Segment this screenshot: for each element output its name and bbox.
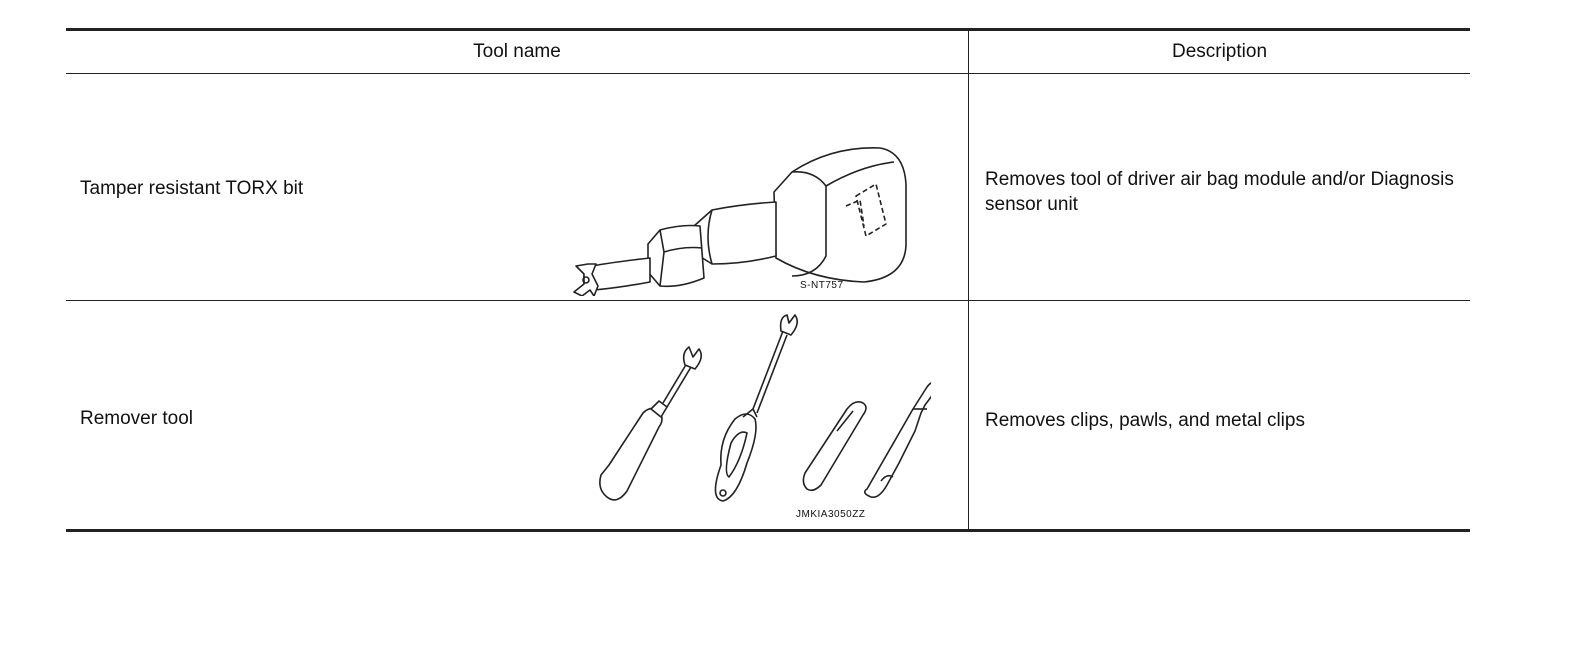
table-row: Tamper resistant TORX bit (66, 74, 1470, 301)
remover-tool-icon (571, 313, 931, 513)
header-tool-name: Tool name (66, 31, 969, 73)
figure-code: JMKIA3050ZZ (796, 509, 866, 520)
tool-cell: Tamper resistant TORX bit (66, 74, 969, 300)
table-header: Tool name Description (66, 31, 1470, 74)
tool-name: Remover tool (80, 408, 193, 429)
tool-name: Tamper resistant TORX bit (80, 178, 304, 199)
description-cell: Removes clips, pawls, and metal clips (969, 301, 1470, 529)
tool-description: Removes tool of driver air bag module an… (985, 169, 1454, 215)
special-tools-table: Tool name Description Tamper resistant T… (66, 28, 1470, 532)
torx-bit-icon (564, 126, 934, 296)
table-row: Remover tool (66, 301, 1470, 529)
header-description: Description (1171, 41, 1268, 62)
description-cell: Removes tool of driver air bag module an… (969, 74, 1470, 300)
tool-cell: Remover tool (66, 301, 969, 529)
figure-code: S-NT757 (800, 280, 844, 291)
tool-description: Removes clips, pawls, and metal clips (985, 410, 1305, 431)
